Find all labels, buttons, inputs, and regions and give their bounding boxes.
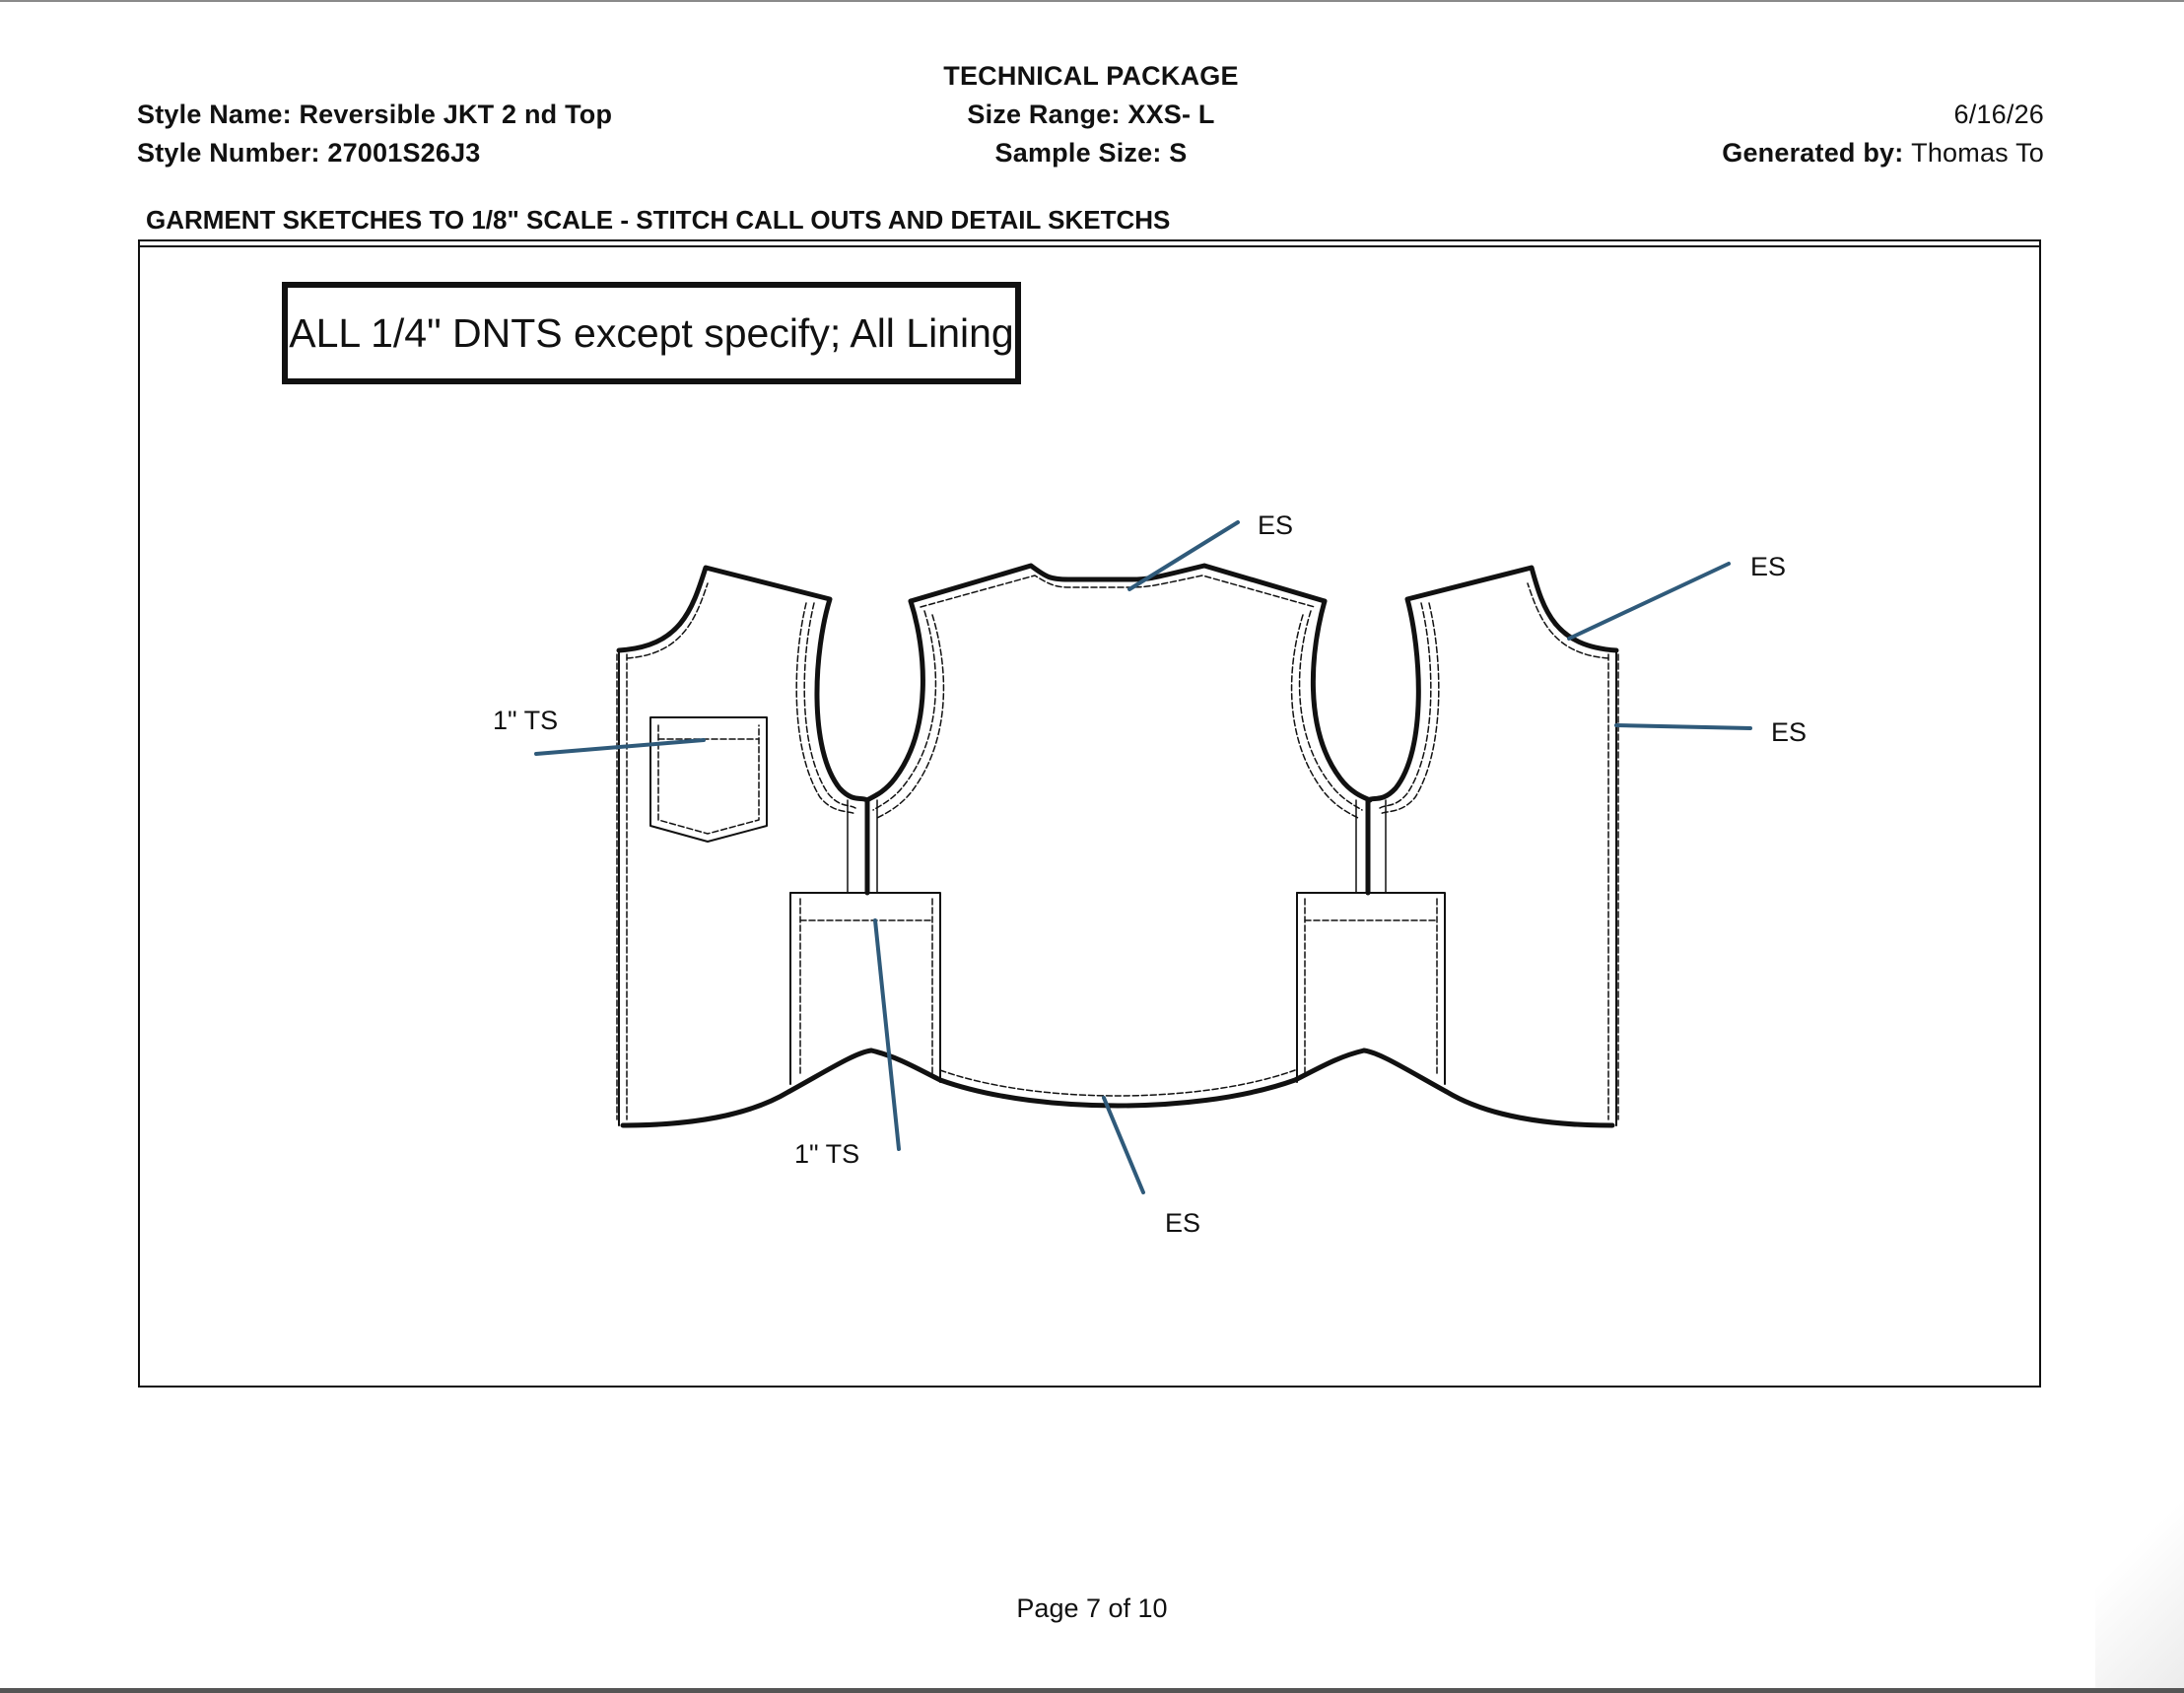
page-edge	[0, 0, 2184, 2]
callout-line-side-right	[1614, 723, 1752, 730]
section-title: GARMENT SKETCHES TO 1/8" SCALE - STITCH …	[146, 205, 1171, 235]
style-name-value: Reversible JKT 2 nd Top	[299, 100, 613, 129]
right-front-hem	[1361, 1048, 1615, 1128]
callout-line-front-pocket	[873, 918, 901, 1151]
sketch-frame	[138, 239, 2041, 1388]
style-name: Style Name: Reversible JKT 2 nd Top	[137, 100, 612, 130]
page-number: Page 7 of 10	[1016, 1593, 1168, 1623]
right-front-outline	[1365, 565, 1619, 803]
callout-line-shoulder-right	[1567, 562, 1731, 641]
stitch-note: ALL 1/4" DNTS except specify; All Lining	[282, 282, 1021, 384]
page-curl-shadow	[2095, 1458, 2184, 1688]
callout-line-neck-back	[1127, 520, 1240, 591]
sample-size-label: Sample Size:	[994, 138, 1162, 168]
callout-line-pocket-left	[534, 738, 706, 756]
sample-size: Sample Size: S	[795, 138, 1387, 169]
left-front-hem	[620, 1048, 874, 1128]
page-edge-bottom	[0, 1688, 2184, 1693]
callout-pocket-left: 1" TS	[493, 706, 559, 735]
sketch-frame-rule	[138, 245, 2041, 247]
generated-by-value: Thomas To	[1911, 138, 2044, 168]
back-panel-outline	[908, 563, 1328, 604]
left-front-outline	[616, 565, 870, 896]
style-name-label: Style Name:	[137, 100, 292, 129]
left-lower-pocket	[789, 892, 941, 1083]
callout-side-right: ES	[1771, 717, 1808, 747]
back-hem	[868, 1048, 1367, 1109]
size-range-label: Size Range:	[967, 100, 1121, 129]
callout-front-pocket: 1" TS	[794, 1139, 860, 1169]
style-number-value: 27001S26J3	[327, 138, 481, 168]
right-lower-pocket	[1296, 892, 1446, 1085]
generated-by: Generated by: Thomas To	[1722, 138, 2044, 169]
callout-neck-back: ES	[1258, 510, 1294, 540]
callout-line-hem-center	[1102, 1096, 1145, 1194]
size-range-value: XXS- L	[1127, 100, 1215, 129]
generated-by-label: Generated by:	[1722, 138, 1904, 168]
size-range: Size Range: XXS- L	[795, 100, 1387, 130]
chest-pocket	[649, 716, 768, 843]
doc-title: TECHNICAL PACKAGE	[943, 61, 1239, 91]
callout-shoulder-right: ES	[1750, 552, 1787, 581]
date: 6/16/26	[1953, 100, 2044, 129]
style-number-label: Style Number:	[137, 138, 320, 168]
callout-hem-center: ES	[1165, 1208, 1201, 1238]
sample-size-value: S	[1169, 138, 1188, 168]
style-number: Style Number: 27001S26J3	[137, 138, 481, 169]
